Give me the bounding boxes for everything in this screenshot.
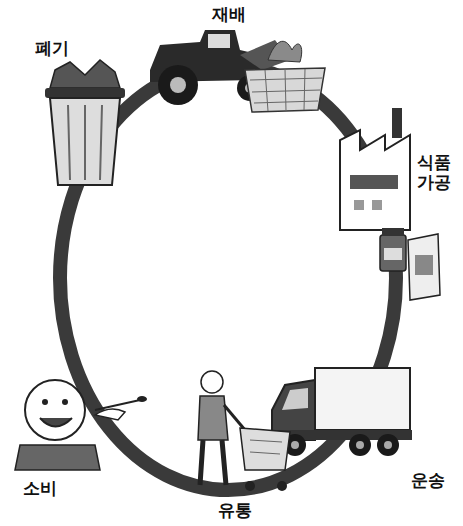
stage-label: 식품 가공 <box>417 152 451 193</box>
consumer-icon <box>15 380 147 470</box>
food-package-icon <box>380 228 440 300</box>
stage-label: 소비 <box>23 478 57 498</box>
trash-can-icon <box>45 60 125 185</box>
stage-label: 폐기 <box>35 38 69 58</box>
shopper-icon <box>198 371 290 491</box>
stage-label: 재배 <box>212 4 246 24</box>
factory-icon <box>340 108 410 230</box>
stage-label: 유통 <box>218 500 252 520</box>
truck-icon <box>272 368 412 456</box>
stage-label: 운송 <box>411 470 445 490</box>
vegetable-basket-icon <box>245 41 325 112</box>
